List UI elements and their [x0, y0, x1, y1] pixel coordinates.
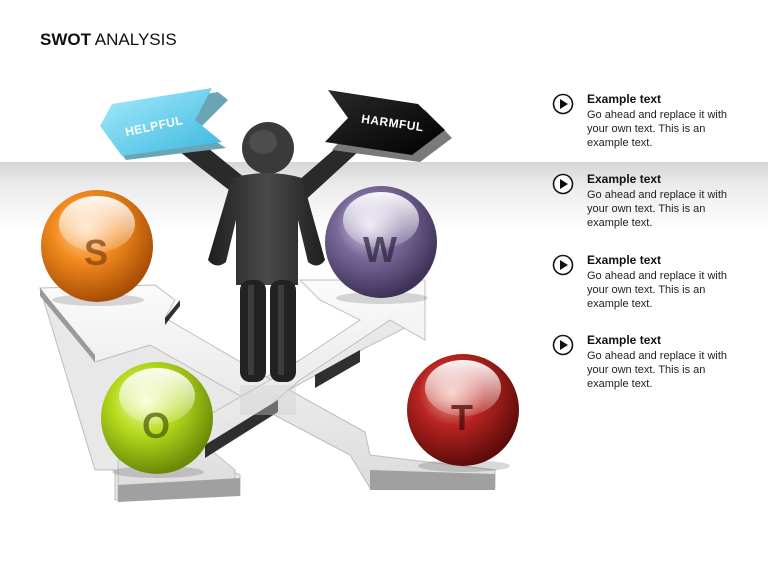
item-heading: Example text: [587, 333, 662, 347]
item-heading: Example text: [587, 92, 662, 106]
play-icon: [552, 254, 574, 276]
play-icon: [552, 93, 574, 115]
weaknesses-ball: W: [325, 186, 437, 304]
item-body: Go ahead and replace it with your own te…: [587, 270, 728, 310]
person-figure: [180, 122, 360, 415]
title-bold: SWOT: [40, 30, 91, 49]
item-body: Go ahead and replace it with your own te…: [587, 189, 728, 229]
opportunities-ball: O: [101, 362, 213, 478]
strengths-ball: S: [41, 190, 153, 306]
slide-title: SWOT ANALYSIS: [40, 30, 177, 50]
play-icon: [552, 334, 574, 356]
title-rest: ANALYSIS: [94, 30, 177, 49]
item-body: Go ahead and replace it with your own te…: [587, 350, 728, 390]
item-heading: Example text: [587, 172, 662, 186]
threats-ball: T: [407, 354, 519, 472]
item-body: Go ahead and replace it with your own te…: [587, 109, 728, 149]
ball-letter-t: T: [451, 397, 473, 438]
harmful-sign: HARMFUL: [325, 90, 452, 162]
ball-letter-o: O: [142, 405, 170, 446]
ball-letter-w: W: [363, 229, 397, 270]
play-icon: [552, 173, 574, 195]
helpful-sign: HELPFUL: [100, 88, 228, 160]
ball-letter-s: S: [84, 232, 108, 273]
item-heading: Example text: [587, 253, 662, 267]
